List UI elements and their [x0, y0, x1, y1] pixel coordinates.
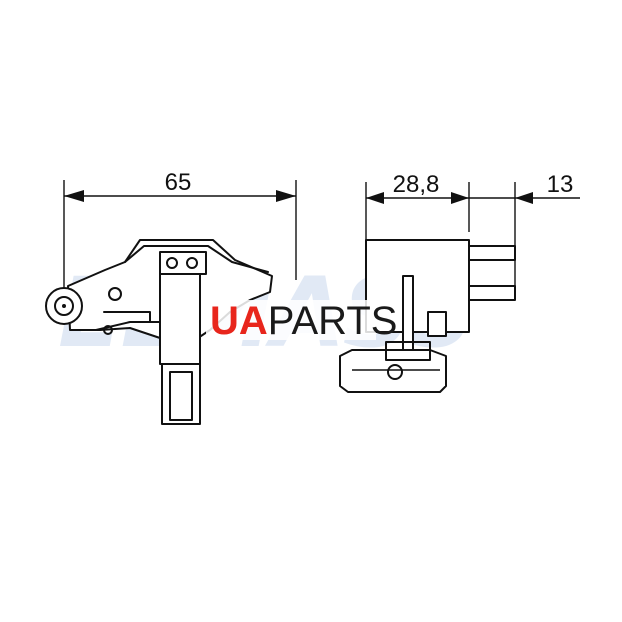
connector-tab — [427, 311, 447, 337]
dimension-28-8: 28,8 — [365, 171, 470, 240]
arrow-left — [64, 190, 84, 202]
side-view: 28,8 13 — [339, 171, 580, 393]
arrow-a-right — [451, 192, 469, 204]
terminal-lower — [468, 285, 516, 301]
mounting-hole-center — [62, 304, 66, 308]
terminal-screw-right — [186, 257, 198, 269]
screw-icon — [108, 287, 122, 301]
top-frame — [124, 245, 269, 273]
dimension-label-65: 65 — [165, 169, 192, 196]
central-body — [159, 273, 201, 365]
logo-text: UAPARTS — [210, 299, 397, 343]
front-view: 65 — [45, 169, 297, 425]
dimension-13: 13 — [469, 171, 580, 300]
arrow-a-left — [366, 192, 384, 204]
side-base-mount — [385, 341, 431, 361]
side-main-block — [365, 239, 470, 333]
lower-bracket — [95, 311, 161, 331]
arrow-right — [276, 190, 296, 202]
terminal-upper — [468, 245, 516, 261]
bracket-rivet — [103, 325, 113, 335]
mounting-hole — [54, 296, 74, 316]
logo-ua: UA — [210, 299, 268, 343]
brush-slot — [169, 371, 193, 421]
dimension-label-28-8: 28,8 — [393, 171, 440, 198]
logo-backdrop — [206, 300, 376, 340]
dimension-65: 65 — [63, 169, 297, 300]
side-plate — [402, 275, 414, 357]
side-base-screw — [387, 364, 403, 380]
brush-holder — [161, 363, 201, 425]
dimension-label-13: 13 — [547, 171, 574, 198]
logo-parts: PARTS — [268, 299, 398, 343]
uaparts-logo: UAPARTS — [206, 299, 397, 343]
terminal-screw-left — [166, 257, 178, 269]
